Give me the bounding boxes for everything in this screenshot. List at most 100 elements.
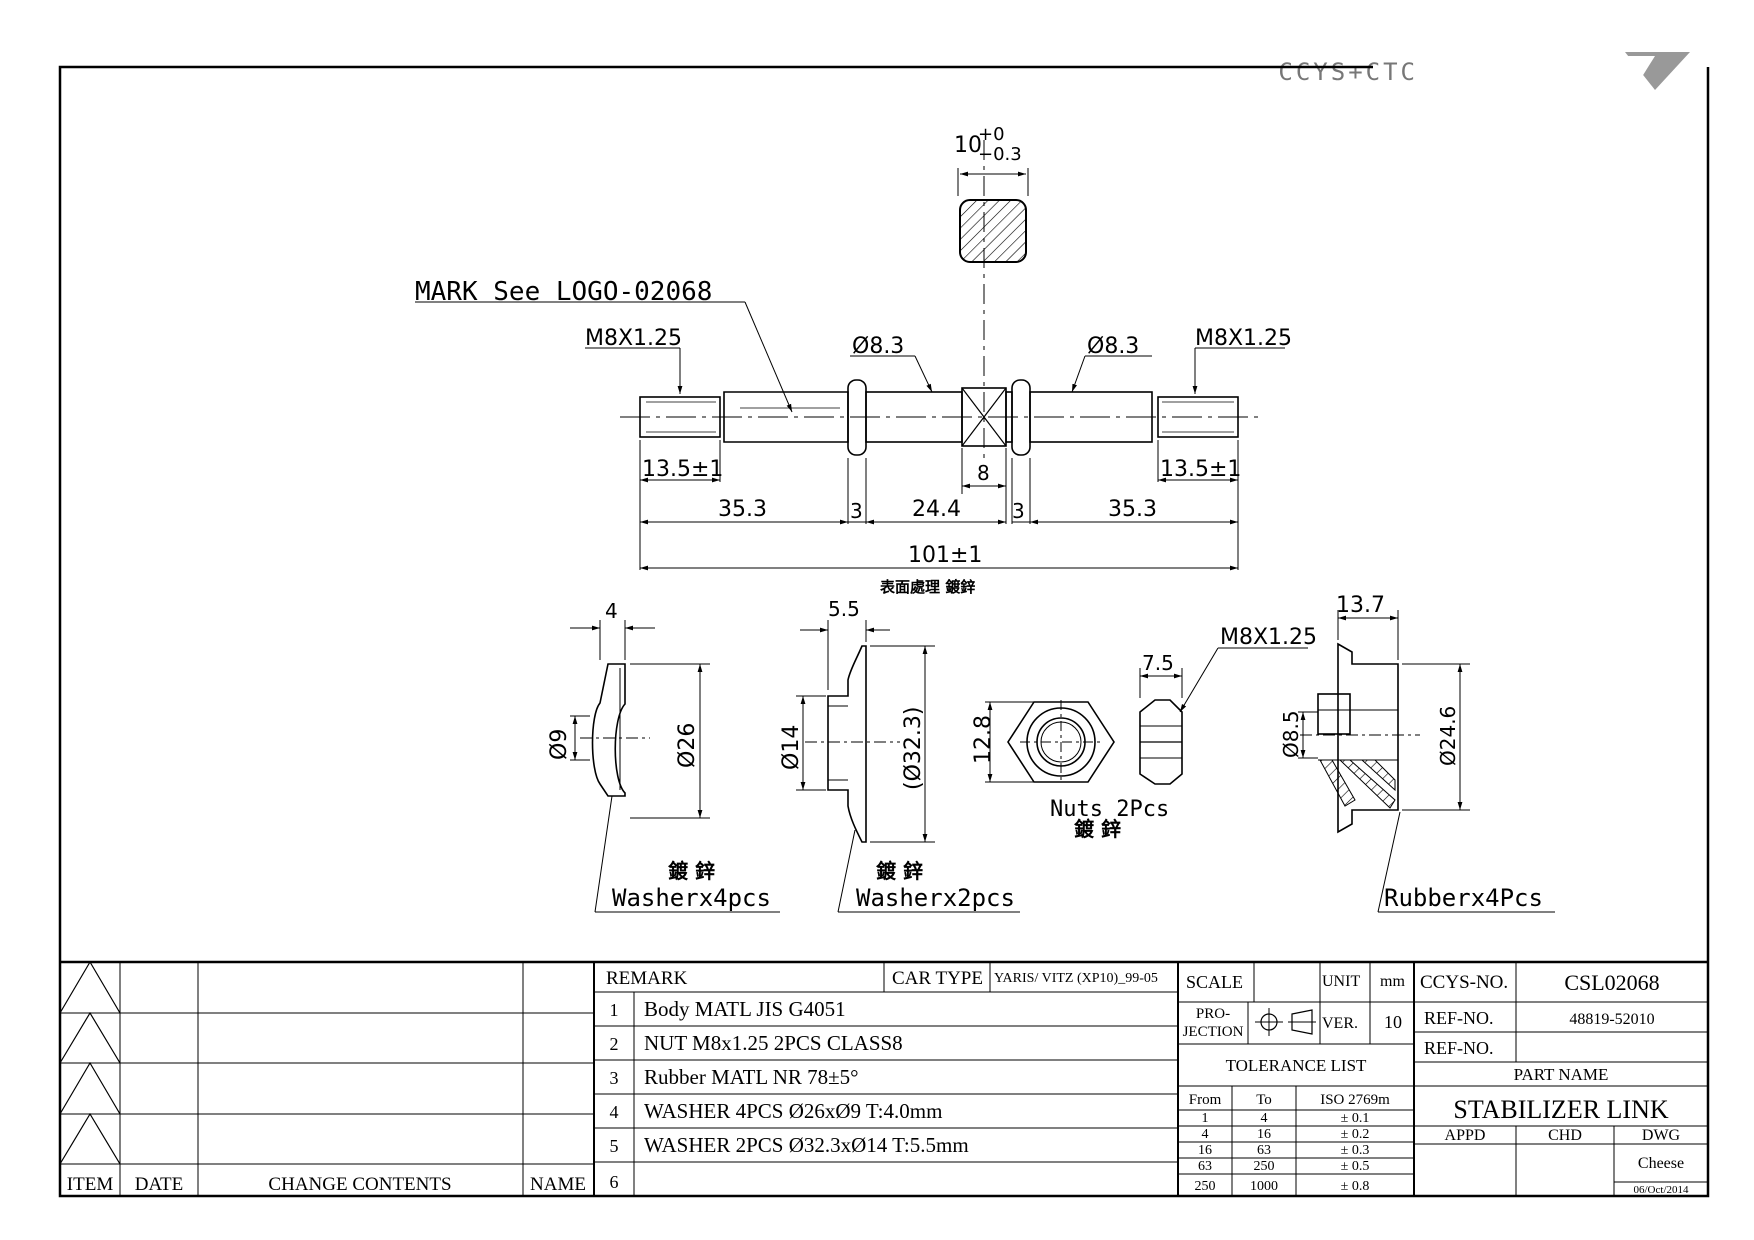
remark-row-no: 2 <box>610 1034 619 1054</box>
thread-right-label: M8X1.25 <box>1195 326 1292 351</box>
tol-cell: ± 0.5 <box>1341 1159 1370 1174</box>
washer2-outer-dia: (Ø32.3) <box>901 707 926 790</box>
tol-cell: 250 <box>1195 1179 1216 1194</box>
rev-header-name: NAME <box>530 1174 586 1195</box>
remark-rows: 1 Body MATL JIS G4051 2 NUT M8x1.25 2PCS… <box>610 997 969 1192</box>
washer2-label: Washerx2pcs <box>856 884 1015 912</box>
remark-row-text: WASHER 4PCS Ø26xØ9 T:4.0mm <box>644 1099 942 1123</box>
rubber-outer-dia: Ø24.6 <box>1436 706 1460 766</box>
tol-cell: 4 <box>1202 1127 1209 1142</box>
dia-right-label: Ø8.3 <box>1087 334 1139 359</box>
nut-thread-label: M8X1.25 <box>1220 625 1317 650</box>
rubber-length-label: 13.7 <box>1336 593 1385 618</box>
ref-no-label-1: REF-NO. <box>1424 1008 1494 1028</box>
projection-label-2: JECTION <box>1183 1024 1244 1040</box>
dia-left-label: Ø8.3 <box>852 334 904 359</box>
remark-row-text: Rubber MATL NR 78±5° <box>644 1065 859 1089</box>
square-tol-base: 10 <box>954 133 982 158</box>
tol-header-iso: ISO 2769m <box>1320 1092 1390 1108</box>
washer2-inner-dia: Ø14 <box>779 725 804 770</box>
seg-mid-label: 24.4 <box>912 497 961 522</box>
ref-no-value-1: 48819-52010 <box>1569 1011 1654 1028</box>
square-section-view <box>957 168 1029 263</box>
remark-row-no: 4 <box>610 1102 619 1122</box>
scale-label: SCALE <box>1186 972 1243 992</box>
drawing-date: 06/Oct/2014 <box>1634 1184 1689 1196</box>
nut-plating: 鍍 鋅 <box>1073 817 1121 841</box>
projection-label-1: PRO- <box>1196 1006 1230 1022</box>
unit-value: mm <box>1380 973 1405 990</box>
nut-label: Nuts 2Pcs <box>1050 797 1169 822</box>
rubber-bushing-view <box>1298 610 1555 913</box>
tol-header-from: From <box>1189 1092 1222 1108</box>
part-name-label: PART NAME <box>1514 1065 1609 1084</box>
tol-cell: 4 <box>1261 1111 1268 1126</box>
seg-w1-label: 3 <box>850 499 863 523</box>
tolerance-title: TOLERANCE LIST <box>1226 1056 1367 1075</box>
ver-value: 10 <box>1384 1012 1402 1032</box>
tol-cell: 1000 <box>1250 1179 1278 1194</box>
washer2-plating: 鍍 鋅 <box>875 859 923 883</box>
tol-cell: ± 0.8 <box>1341 1179 1370 1194</box>
remark-row-no: 5 <box>610 1136 619 1156</box>
chd-label: CHD <box>1548 1127 1582 1144</box>
part-name-value: STABILIZER LINK <box>1453 1095 1668 1124</box>
tol-cell: 16 <box>1257 1127 1271 1142</box>
washer-small-view <box>570 620 780 913</box>
tolerance-rows: 1 4 ± 0.1 4 16 ± 0.2 16 63 ± 0.3 63 250 … <box>1195 1111 1370 1194</box>
unit-label: UNIT <box>1322 973 1360 990</box>
rev-header-change: CHANGE CONTENTS <box>268 1174 451 1195</box>
mark-note: MARK See LOGO-02068 <box>415 277 712 307</box>
washer1-label: Washerx4pcs <box>612 884 771 912</box>
dwg-value: Cheese <box>1638 1155 1684 1172</box>
washer1-outer-dia: Ø26 <box>675 723 700 768</box>
appd-label: APPD <box>1445 1127 1486 1144</box>
tol-cell: 250 <box>1254 1159 1275 1174</box>
tol-header-to: To <box>1256 1092 1272 1108</box>
company-logo: CCYS+CTC <box>1278 52 1690 90</box>
nut-width-label: 12.8 <box>971 715 996 764</box>
ver-label: VER. <box>1322 1015 1358 1032</box>
sheet-border <box>58 65 1710 1198</box>
tol-cell: ± 0.1 <box>1341 1111 1370 1126</box>
tol-cell: 16 <box>1198 1143 1212 1158</box>
remark-row-text: WASHER 2PCS Ø32.3xØ14 T:5.5mm <box>644 1133 969 1157</box>
remark-row-no: 3 <box>610 1068 619 1088</box>
washer1-inner-dia: Ø9 <box>547 729 572 760</box>
square-tol-minus: −0.3 <box>978 144 1022 165</box>
ref-no-label-2: REF-NO. <box>1424 1038 1494 1058</box>
square-tol-plus: +0 <box>978 124 1005 145</box>
tol-cell: 1 <box>1202 1111 1209 1126</box>
rubber-label: Rubberx4Pcs <box>1384 884 1543 912</box>
tol-cell: 63 <box>1257 1143 1271 1158</box>
remark-row-no: 6 <box>610 1172 619 1192</box>
seg-left-label: 35.3 <box>718 497 767 522</box>
nut-height-label: 7.5 <box>1142 651 1174 675</box>
remark-row-no: 1 <box>610 1000 619 1020</box>
dwg-label: DWG <box>1642 1127 1681 1144</box>
washer1-plating: 鍍 鋅 <box>667 859 715 883</box>
link-body-view <box>620 140 1260 460</box>
seg-right-label: 35.3 <box>1108 497 1157 522</box>
surface-treatment-note: 表面處理 鍍鋅 <box>880 578 975 596</box>
remark-label: REMARK <box>606 968 688 989</box>
main-dimensions <box>415 301 1285 571</box>
logo-text: CCYS+CTC <box>1278 58 1418 86</box>
rev-header-item: ITEM <box>67 1174 114 1195</box>
washer2-thickness: 5.5 <box>828 597 860 621</box>
ccys-no-label: CCYS-NO. <box>1420 972 1508 993</box>
thread-len-left: 13.5±1 <box>642 457 723 482</box>
thread-left-label: M8X1.25 <box>585 326 682 351</box>
tol-cell: ± 0.2 <box>1341 1127 1370 1142</box>
car-type-label: CAR TYPE <box>892 968 983 989</box>
washer1-thickness: 4 <box>605 599 618 623</box>
washer-large-view <box>796 620 1020 913</box>
seg-w2-label: 3 <box>1012 499 1025 523</box>
overall-length-label: 101±1 <box>908 543 982 568</box>
remark-row-text: NUT M8x1.25 2PCS CLASS8 <box>644 1031 903 1055</box>
title-block-grid <box>59 960 1708 1196</box>
ccys-no-value: CSL02068 <box>1564 970 1659 995</box>
thread-len-right: 13.5±1 <box>1160 457 1241 482</box>
rev-header-date: DATE <box>135 1174 184 1195</box>
